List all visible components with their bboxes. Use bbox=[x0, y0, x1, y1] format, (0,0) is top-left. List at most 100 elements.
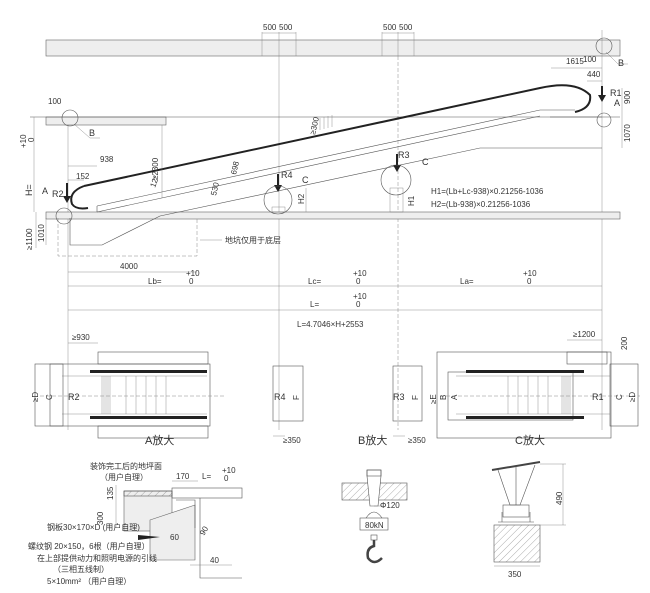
lb-tol-plus: +10 bbox=[186, 269, 200, 278]
detail-a-floor-note: 装饰完工后的地坪面 bbox=[90, 461, 162, 471]
dim-4000: 4000 bbox=[120, 262, 138, 271]
dim-500-a: 500 bbox=[263, 23, 277, 32]
plan-b: B bbox=[439, 395, 448, 400]
la-tol-plus: +10 bbox=[523, 269, 537, 278]
label-a-left: A bbox=[42, 186, 48, 196]
dim-100-top: 100 bbox=[583, 55, 597, 64]
l-formula: L=4.7046×H+2553 bbox=[297, 320, 364, 329]
dim-1070: 1070 bbox=[623, 124, 632, 142]
dim-1010: 1010 bbox=[37, 224, 46, 242]
formula-h2: H2=(Lb-938)×0.21256-1036 bbox=[431, 200, 531, 209]
label-la: La= bbox=[460, 277, 474, 286]
dim-900: 900 bbox=[623, 90, 632, 104]
dim-300: ≥300 bbox=[308, 116, 321, 136]
l-tol-plus: +10 bbox=[353, 292, 367, 301]
label-c2: C bbox=[422, 157, 429, 167]
dim-530: 530 bbox=[209, 181, 221, 197]
label-r3: R3 bbox=[398, 150, 410, 160]
label-h1: H1 bbox=[407, 195, 416, 206]
plan-d-left: ≥D bbox=[31, 392, 40, 402]
detail-b: B放大 Φ120 80kN bbox=[341, 433, 408, 564]
detail-c-dim-490: 490 bbox=[555, 491, 564, 505]
elevation-view: 地坑仅用于底层 100 B +10 0 H= 938 152 A R2 ≥110… bbox=[19, 57, 632, 329]
plan-dim-350-r3: ≥350 bbox=[408, 436, 426, 445]
lc-tol-plus: +10 bbox=[353, 269, 367, 278]
label-b-left: B bbox=[89, 128, 95, 138]
plan-dim-1200: ≥1200 bbox=[573, 330, 596, 339]
dim-2300: ≥2300 bbox=[151, 157, 160, 180]
label-lc: Lc= bbox=[308, 277, 321, 286]
detail-a-power-note2: （三相五线制） bbox=[53, 564, 109, 574]
plan-r1: R1 bbox=[592, 392, 604, 402]
label-a-right: A bbox=[614, 98, 620, 108]
detail-a-dim-40: 40 bbox=[210, 556, 219, 565]
dim-500-b: 500 bbox=[279, 23, 293, 32]
hook-icon bbox=[366, 540, 383, 564]
plan-dim-930: ≥930 bbox=[72, 333, 90, 342]
detail-b-load: 80kN bbox=[365, 521, 384, 530]
tol-upper: +10 bbox=[19, 134, 28, 148]
detail-a-floor-note-sub: （用户自理） bbox=[100, 472, 148, 482]
label-c1: C bbox=[302, 175, 309, 185]
top-slab: 500 500 500 500 100 B bbox=[45, 23, 628, 68]
detail-a-tol-plus: +10 bbox=[222, 466, 236, 475]
detail-a-title: A放大 bbox=[145, 433, 174, 447]
label-h2: H2 bbox=[297, 193, 306, 204]
plan-a: A bbox=[450, 394, 459, 400]
label-r4: R4 bbox=[281, 170, 293, 180]
detail-a-dim-135: 135 bbox=[106, 486, 115, 500]
label-b-top: B bbox=[618, 58, 624, 68]
dim-1615: 1615 bbox=[566, 57, 584, 66]
comb-lines-left bbox=[101, 376, 167, 414]
plan-d-right: ≥D bbox=[628, 392, 637, 402]
label-l: L= bbox=[310, 300, 319, 309]
plan-c-left: C bbox=[45, 394, 54, 400]
plan-r2: R2 bbox=[68, 392, 80, 402]
detail-c-dim-350: 350 bbox=[508, 570, 522, 579]
dim-500-d: 500 bbox=[399, 23, 413, 32]
detail-a-power-note: 在上部提供动力和照明电源的引线 bbox=[37, 553, 157, 563]
l-tol-zero: 0 bbox=[356, 300, 361, 309]
label-lb: Lb= bbox=[148, 277, 162, 286]
dim-938: 938 bbox=[100, 155, 114, 164]
dim-1100: ≥1100 bbox=[25, 228, 34, 250]
detail-a-power-note3: 5×10mm² （用户自理） bbox=[47, 576, 131, 586]
detail-a-rebar-note: 螺纹钢 20×150，6根（用户自理） bbox=[28, 541, 150, 551]
detail-a: A放大 装饰完工后的地坪面 （用户自理） 170 L= +10 0 135 30… bbox=[28, 433, 243, 586]
dim-440: 440 bbox=[587, 70, 601, 79]
comb-lines-right bbox=[507, 376, 571, 414]
plan-r3: R3 bbox=[393, 392, 405, 402]
plan-r4: R4 bbox=[274, 392, 286, 402]
plan-dim-350-r4: ≥350 bbox=[283, 436, 301, 445]
plan-c-right: C bbox=[615, 394, 624, 400]
step-hatch bbox=[319, 115, 333, 130]
detail-a-plate-note: 钢板30×170×D (用户自理) bbox=[47, 522, 140, 532]
dim-100-left: 100 bbox=[48, 97, 62, 106]
pit-note: 地坑仅用于底层 bbox=[225, 235, 281, 245]
handrail bbox=[83, 84, 592, 187]
detail-a-tol-zero: 0 bbox=[224, 474, 229, 483]
lc-tol-zero: 0 bbox=[356, 277, 361, 286]
plan-dim-200: 200 bbox=[620, 336, 629, 350]
label-h: H= bbox=[24, 184, 34, 196]
load-arrow-r3 bbox=[393, 165, 401, 172]
dim-698: 698 bbox=[229, 160, 241, 176]
detail-a-dim-300: 300 bbox=[96, 511, 105, 525]
plan-f-r3: F bbox=[411, 395, 420, 400]
detail-a-l: L= bbox=[202, 472, 211, 481]
dim-152: 152 bbox=[76, 172, 90, 181]
formula-h1: H1=(Lb+Lc-938)×0.21256-1036 bbox=[431, 187, 544, 196]
detail-a-dim-60: 60 bbox=[170, 533, 179, 542]
load-arrow-r4 bbox=[274, 185, 282, 192]
dim-500-c: 500 bbox=[383, 23, 397, 32]
la-tol-zero: 0 bbox=[527, 277, 532, 286]
plan-e: ≥E bbox=[429, 394, 438, 404]
tol-upper-zero: 0 bbox=[27, 137, 36, 142]
plan-view: ≥930 ≥D C R2 R4 F ≥350 R3 F ≥350 ≥1200 2… bbox=[31, 330, 640, 445]
label-r1: R1 bbox=[610, 88, 622, 98]
label-r2: R2 bbox=[52, 189, 64, 199]
detail-c: C放大 490 350 bbox=[491, 433, 566, 579]
detail-b-dia: Φ120 bbox=[380, 501, 400, 510]
detail-c-title: C放大 bbox=[515, 433, 545, 447]
